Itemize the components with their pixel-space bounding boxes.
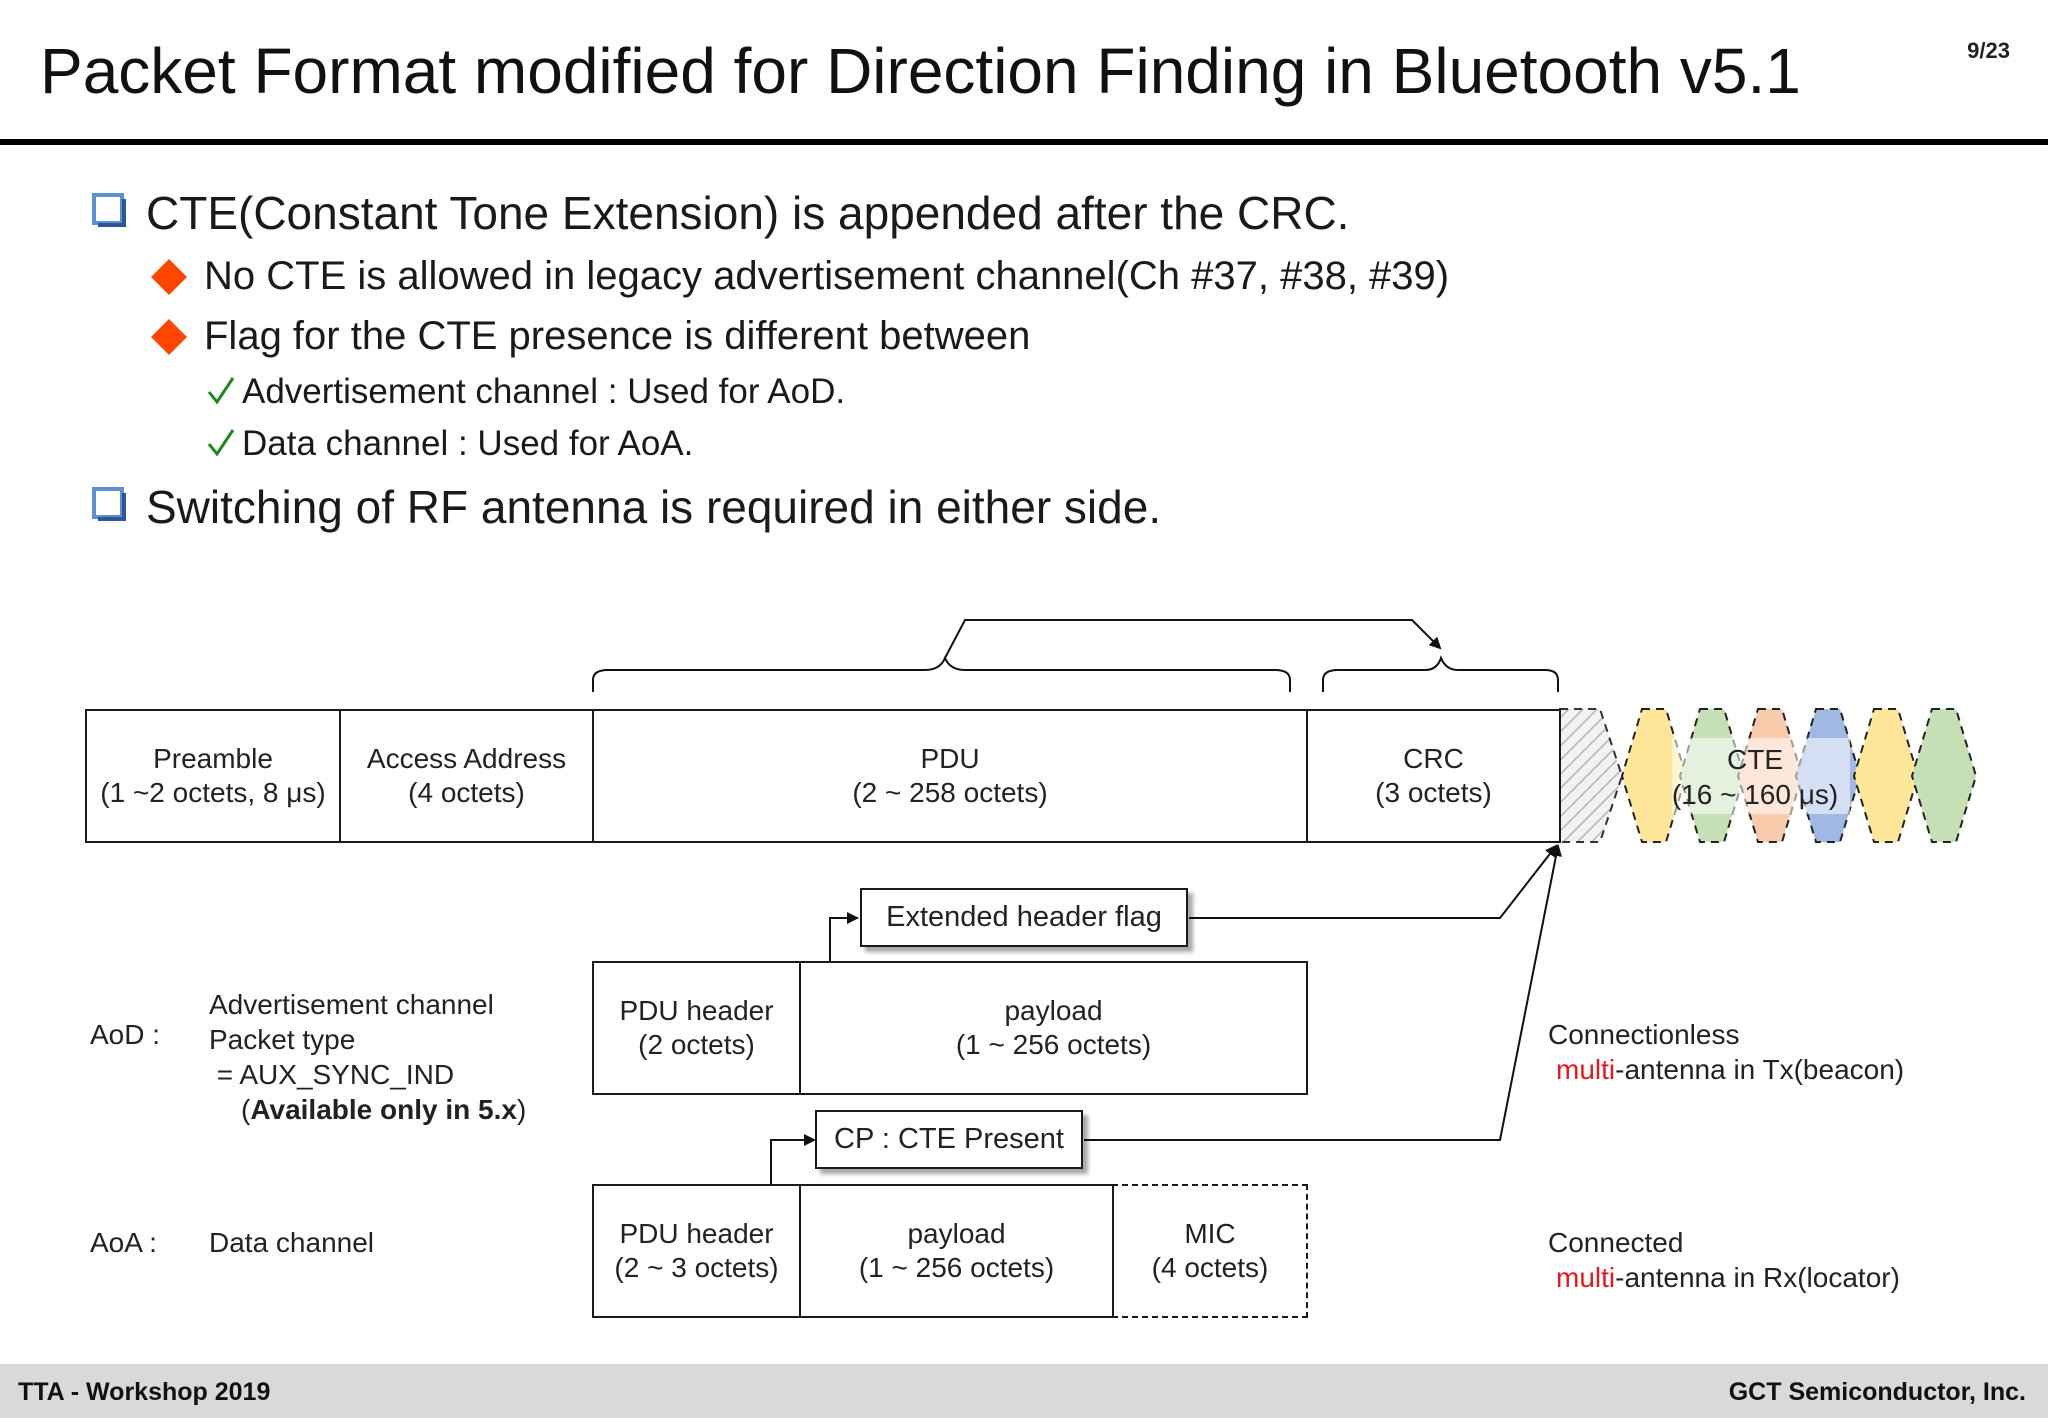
bullet-no-cte-legacy: No CTE is allowed in legacy advertisemen… bbox=[204, 254, 1450, 298]
square-bullet-icon bbox=[92, 193, 126, 227]
aoa-mic-field: MIC (4 octets) bbox=[1112, 1184, 1308, 1318]
aoa-note-line1: Connected bbox=[1548, 1227, 1684, 1258]
cte-present-flag-box: CP : CTE Present bbox=[815, 1110, 1083, 1169]
aoa-payload-label: payload bbox=[907, 1218, 1006, 1249]
slide-title: Packet Format modified for Direction Fin… bbox=[40, 35, 1801, 107]
aoa-note-line2: multi-antenna in Rx(locator) bbox=[1556, 1260, 1900, 1295]
bullet-adv-channel: Advertisement channel : Used for AoD. bbox=[242, 372, 846, 411]
title-divider bbox=[0, 139, 2048, 145]
aoa-mic-size: (4 octets) bbox=[1151, 1252, 1269, 1283]
preamble-field: Preamble (1 ~2 octets, 8 μs) bbox=[85, 709, 341, 843]
cte-hex-yellow bbox=[1620, 708, 1688, 843]
check-icon bbox=[206, 426, 236, 460]
aoa-cp-to-cte-arrow bbox=[1084, 844, 1562, 1141]
preamble-label: Preamble bbox=[153, 743, 273, 774]
aod-desc-line2: Packet type bbox=[209, 1024, 356, 1055]
cte-label: CTE bbox=[1727, 744, 1783, 775]
aod-desc-line3: = AUX_SYNC_IND bbox=[209, 1059, 455, 1090]
bullet-data-channel: Data channel : Used for AoA. bbox=[242, 424, 694, 463]
aoa-payload-size: (1 ~ 256 octets) bbox=[858, 1252, 1055, 1283]
aod-pdu-header-label: PDU header bbox=[619, 995, 774, 1026]
pdu-size: (2 ~ 258 octets) bbox=[852, 777, 1048, 808]
aoa-note-multi: multi bbox=[1556, 1262, 1616, 1293]
aod-desc-paren-close: ) bbox=[516, 1094, 527, 1125]
aoa-note-rest: -antenna in Rx(locator) bbox=[1615, 1262, 1900, 1293]
page-number: 9/23 bbox=[1967, 38, 2010, 63]
extended-header-flag-box: Extended header flag bbox=[860, 888, 1188, 947]
aoa-label: AoA : bbox=[90, 1227, 157, 1258]
crc-brace bbox=[1322, 655, 1559, 692]
aod-payload-label: payload bbox=[1004, 995, 1103, 1026]
aod-pdu-header-field: PDU header (2 octets) bbox=[592, 961, 801, 1095]
pdu-label: PDU bbox=[920, 743, 980, 774]
aoa-payload-field: payload (1 ~ 256 octets) bbox=[799, 1184, 1114, 1318]
aoa-pdu-header-size: (2 ~ 3 octets) bbox=[614, 1252, 779, 1283]
aoa-desc: Data channel bbox=[209, 1227, 375, 1258]
cte-hex-yellow-2 bbox=[1852, 708, 1920, 843]
square-bullet-icon bbox=[92, 487, 126, 521]
cte-hex-green-2 bbox=[1910, 708, 1978, 843]
cte-hatch bbox=[1559, 708, 1624, 843]
aod-note-line2: multi-antenna in Tx(beacon) bbox=[1556, 1052, 1904, 1087]
aoa-pdu-header-field: PDU header (2 ~ 3 octets) bbox=[592, 1184, 801, 1318]
aoa-pdu-header-label: PDU header bbox=[619, 1218, 774, 1249]
aod-note-line1: Connectionless bbox=[1548, 1019, 1740, 1050]
pdu-brace bbox=[592, 655, 1291, 692]
aod-note-rest: -antenna in Tx(beacon) bbox=[1615, 1054, 1905, 1085]
aod-payload-size: (1 ~ 256 octets) bbox=[955, 1029, 1152, 1060]
aoa-mic-label: MIC bbox=[1184, 1218, 1236, 1249]
crc-size: (3 octets) bbox=[1375, 777, 1492, 808]
check-icon bbox=[206, 374, 236, 408]
aod-desc-line1: Advertisement channel bbox=[209, 989, 494, 1020]
aoa-cp-connector bbox=[770, 1134, 816, 1200]
aod-payload-field: payload (1 ~ 256 octets) bbox=[799, 961, 1308, 1095]
aod-pdu-header-size: (2 octets) bbox=[638, 1029, 755, 1060]
footer-event: TTA - Workshop 2019 bbox=[18, 1378, 271, 1406]
pdu-to-crc-arrow bbox=[944, 619, 1442, 659]
aod-desc-paren-open: ( bbox=[241, 1094, 251, 1125]
access-address-size: (4 octets) bbox=[408, 777, 525, 808]
cte-size: (16 ~ 160 μs) bbox=[1671, 779, 1839, 810]
aod-desc-line4: (Available only in 5.x) bbox=[241, 1092, 526, 1127]
aod-label: AoD : bbox=[90, 1019, 161, 1050]
preamble-size: (1 ~2 octets, 8 μs) bbox=[100, 777, 326, 808]
crc-label: CRC bbox=[1403, 743, 1464, 774]
aod-availability-note: Available only in 5.x bbox=[250, 1094, 517, 1125]
diamond-bullet-icon bbox=[150, 258, 188, 296]
pdu-field: PDU (2 ~ 258 octets) bbox=[592, 709, 1308, 843]
bullet-rf-switching: Switching of RF antenna is required in e… bbox=[146, 481, 1162, 533]
footer-bar bbox=[0, 1364, 2048, 1418]
access-address-label: Access Address bbox=[366, 743, 567, 774]
bullet-flag-presence: Flag for the CTE presence is different b… bbox=[204, 314, 1031, 358]
aod-flag-to-cte-arrow bbox=[1189, 844, 1558, 919]
footer-company: GCT Semiconductor, Inc. bbox=[1728, 1378, 2026, 1406]
diamond-bullet-icon bbox=[150, 318, 188, 356]
bullet-cte-appended: CTE(Constant Tone Extension) is appended… bbox=[146, 187, 1350, 239]
aod-note-multi: multi bbox=[1556, 1054, 1616, 1085]
crc-field: CRC (3 octets) bbox=[1306, 709, 1561, 843]
cte-field: CTE (16 ~ 160 μs) bbox=[1660, 742, 1850, 812]
access-address-field: Access Address (4 octets) bbox=[339, 709, 594, 843]
